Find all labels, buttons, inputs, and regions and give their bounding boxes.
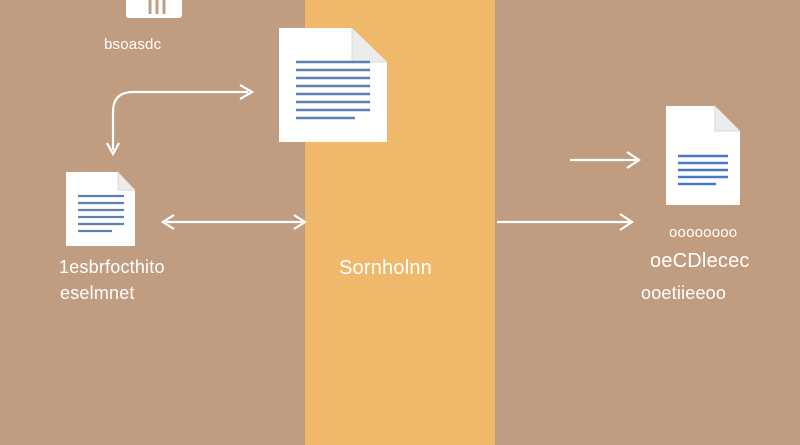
left-label-line2: eselmnet — [60, 283, 135, 303]
document-icon — [66, 172, 135, 246]
right-label-line1: oooooooo — [669, 224, 738, 241]
left-label-line1: 1esbrfocthito — [59, 257, 165, 277]
document-icon — [666, 106, 740, 205]
right-label-line2: oeCDlecec — [650, 250, 750, 272]
folder-icon — [126, 0, 182, 18]
center-label: Sornholnn — [339, 257, 432, 279]
flow-arrows — [106, 84, 641, 231]
right-label-line3: ooetiieeoo — [641, 283, 727, 303]
top-label: bsoasdc — [104, 36, 162, 53]
document-icon — [279, 28, 387, 142]
